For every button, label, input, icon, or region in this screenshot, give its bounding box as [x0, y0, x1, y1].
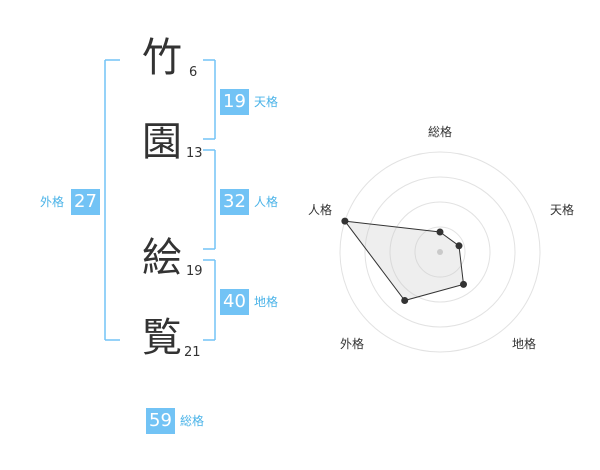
jinkaku-label: 人格 [254, 195, 279, 209]
radar-axis-label-gaikaku: 外格 [340, 337, 365, 351]
radar-axis-label-chikaku: 地格 [512, 337, 537, 351]
radar-axis-label-tenkaku: 天格 [550, 203, 575, 217]
gaikaku-label: 外格 [40, 195, 65, 209]
chikaku-label: 地格 [254, 295, 279, 309]
radar-point-3 [401, 297, 409, 304]
radar-point-1 [455, 242, 463, 250]
radar-center [437, 249, 443, 255]
tenkaku-label: 天格 [254, 95, 279, 109]
chikaku-value: 40 [220, 289, 249, 315]
radar-ring-1 [414, 226, 466, 278]
name-char-2: 園 [142, 119, 182, 165]
radar-ring-2 [389, 201, 491, 303]
radar-ring-4 [339, 151, 541, 353]
radar-point-0 [436, 228, 444, 236]
name-char-4: 覧 [142, 315, 182, 361]
radar-point-4 [341, 217, 349, 225]
radar-point-2 [460, 280, 467, 288]
jinkaku-value: 32 [220, 189, 249, 215]
stroke-count-1: 6 [189, 65, 198, 80]
radar-ring-3 [364, 176, 516, 328]
name-char-1: 竹 [142, 35, 182, 81]
radar-series-polygon [343, 220, 465, 302]
soukaku-label: 総格 [180, 414, 205, 428]
radar-axis-label-jinkaku: 人格 [308, 203, 333, 217]
gaikaku-value: 27 [71, 189, 100, 215]
name-char-3: 絵 [142, 235, 182, 281]
stroke-count-4: 21 [184, 345, 201, 360]
tenkaku-value: 19 [220, 89, 249, 115]
soukaku-value: 59 [146, 408, 175, 434]
radar-axis-label-soukaku: 総格 [428, 125, 453, 139]
stroke-count-3: 19 [186, 264, 203, 279]
stroke-count-2: 13 [186, 146, 203, 161]
